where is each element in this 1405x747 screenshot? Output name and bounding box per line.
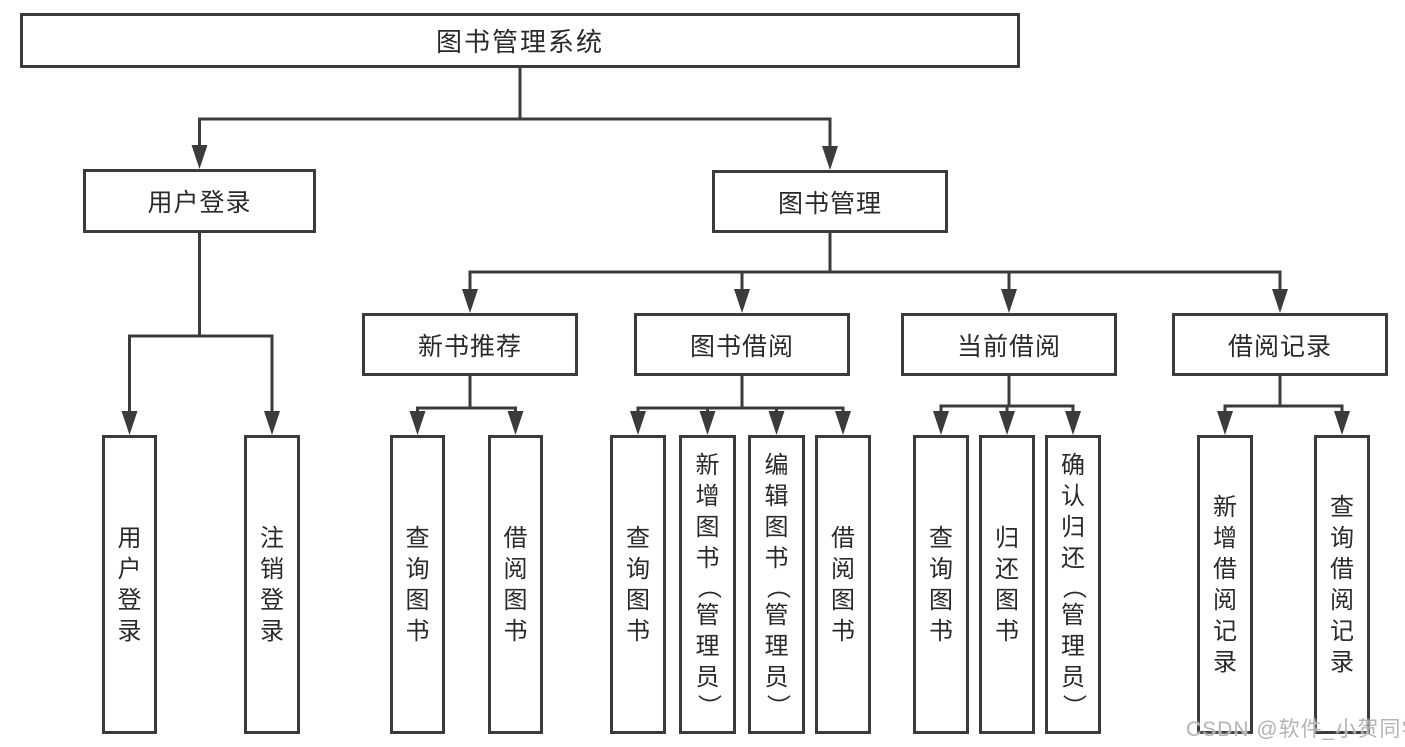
node-user-login: 用户登录	[83, 169, 316, 233]
node-book-borrow: 图书借阅	[634, 313, 850, 376]
node-borrow-records: 借阅记录	[1172, 313, 1388, 376]
arrow-down-icon	[462, 289, 478, 313]
arrow-down-icon	[1065, 411, 1081, 435]
node-nr-borrow-book: 借阅图书	[488, 435, 543, 734]
node-book-mgmt: 图书管理	[712, 170, 948, 233]
arrow-down-icon	[1001, 289, 1017, 313]
arrow-down-icon	[409, 411, 426, 435]
arrow-down-icon	[121, 411, 138, 435]
book-mgmt-label: 图书管理	[777, 189, 882, 218]
node-system: 图书管理系统	[20, 13, 1020, 68]
nr-query-book-label: 查询图书	[405, 524, 430, 645]
node-cb-query-book: 查询图书	[913, 435, 969, 734]
arrow-down-icon	[1334, 411, 1350, 435]
node-logout: 注销登录	[244, 435, 300, 734]
new-book-rec-label: 新书推荐	[417, 332, 522, 361]
arrow-down-icon	[933, 411, 949, 435]
cb-query-book-label: 查询图书	[929, 524, 953, 645]
node-user-login-leaf: 用户登录	[102, 435, 157, 734]
node-nr-query-book: 查询图书	[390, 435, 445, 734]
book-borrow-label: 图书借阅	[689, 332, 794, 361]
arrow-down-icon	[507, 411, 524, 435]
user-login-label: 用户登录	[147, 189, 252, 217]
arrow-down-icon	[835, 411, 851, 435]
borrow-records-label: 借阅记录	[1227, 332, 1332, 361]
node-new-book-rec: 新书推荐	[362, 313, 578, 376]
arrow-down-icon	[999, 411, 1015, 435]
arrow-down-icon	[630, 411, 646, 435]
csdn-watermark: CSDN @软件_小贺同学	[1186, 718, 1405, 741]
node-br-query-record: 查询借阅记录	[1314, 435, 1370, 734]
logout-label: 注销登录	[260, 524, 284, 645]
bb-edit-book-label: 编辑图书（管理员）	[763, 452, 791, 718]
br-query-record-label: 查询借阅记录	[1330, 493, 1354, 676]
node-br-add-record: 新增借阅记录	[1197, 435, 1253, 734]
bb-query-book-label: 查询图书	[626, 524, 650, 645]
cb-return-book-label: 归还图书	[995, 524, 1019, 645]
system-label: 图书管理系统	[435, 27, 604, 57]
arrow-down-icon	[1217, 411, 1233, 435]
user-login-leaf-label: 用户登录	[117, 524, 142, 645]
br-add-record-label: 新增借阅记录	[1213, 493, 1237, 676]
node-bb-borrow-book: 借阅图书	[815, 435, 871, 734]
cb-confirm-return-label: 确认归还（管理员）	[1060, 452, 1087, 718]
current-borrow-label: 当前借阅	[956, 332, 1061, 361]
bb-borrow-book-label: 借阅图书	[831, 524, 855, 645]
node-bb-query-book: 查询图书	[610, 435, 666, 734]
node-bb-add-book: 新增图书（管理员）	[679, 435, 736, 734]
node-cb-confirm-return: 确认归还（管理员）	[1045, 435, 1101, 734]
node-current-borrow: 当前借阅	[901, 313, 1117, 376]
arrow-down-icon	[191, 145, 208, 169]
node-cb-return-book: 归还图书	[979, 435, 1035, 734]
arrow-down-icon	[734, 289, 750, 313]
arrow-down-icon	[264, 411, 280, 435]
arrow-down-icon	[699, 411, 716, 435]
node-bb-edit-book: 编辑图书（管理员）	[748, 435, 805, 734]
arrow-down-icon	[1272, 289, 1288, 313]
arrow-down-icon	[768, 411, 785, 435]
bb-add-book-label: 新增图书（管理员）	[694, 452, 722, 718]
nr-borrow-book-label: 借阅图书	[503, 524, 528, 645]
arrow-down-icon	[822, 146, 838, 170]
